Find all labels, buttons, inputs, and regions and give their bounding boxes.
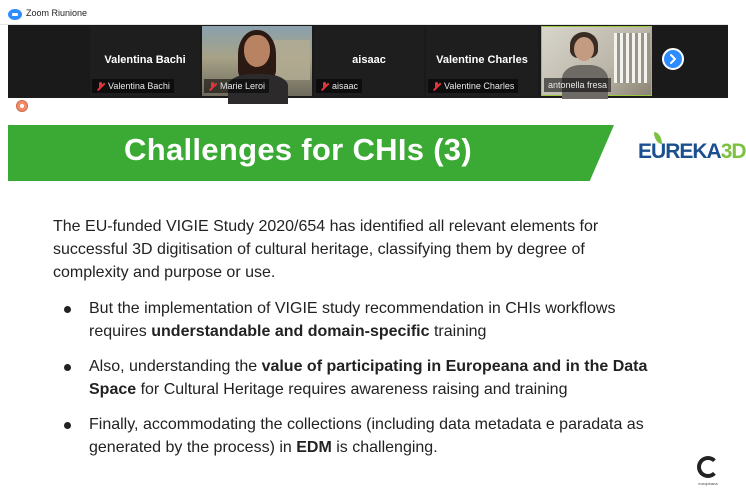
participant-display-name: Valentine Charles (436, 54, 528, 66)
bullet-item: Finally, accommodating the collections (… (53, 413, 673, 459)
participant-tile[interactable]: aisaac aisaac (314, 26, 424, 96)
background-building (274, 40, 310, 80)
logo-part-3d: 3D (720, 140, 746, 163)
bullet-item: Also, understanding the value of partici… (53, 355, 673, 401)
europeana-logo: europeana (694, 456, 722, 488)
bullet-text: But the implementation of VIGIE study re… (89, 300, 616, 340)
logo-part-reka: REKA (665, 140, 722, 163)
background-fence (614, 33, 650, 83)
shared-slide: Challenges for CHIs (3) EU REKA 3D The E… (8, 112, 746, 493)
europeana-logo-text: europeana (698, 481, 718, 486)
bullet-dot-icon (64, 306, 71, 313)
logo-part-eu: EU (638, 140, 666, 163)
bullet-text: is challenging. (331, 439, 438, 456)
recording-icon[interactable] (16, 100, 28, 112)
participant-tile[interactable]: Valentina Bachi Valentina Bachi (90, 26, 200, 96)
mic-muted-icon (432, 81, 441, 91)
participant-tile-active-speaker[interactable]: antonella fresa (541, 26, 652, 99)
participant-name: Valentine Charles (444, 81, 515, 91)
slide-title: Challenges for CHIs (3) (124, 132, 472, 167)
bullet-bold-text: understandable and domain-specific (151, 323, 430, 340)
chevron-right-icon (670, 54, 676, 64)
window-title-bar: Zoom Riunione (0, 0, 728, 25)
bullet-bold-text: EDM (296, 439, 332, 456)
participant-name: Marie Leroi (220, 81, 266, 91)
participant-video-face (574, 37, 594, 61)
bullet-text: for Cultural Heritage requires awareness… (136, 381, 568, 398)
bullet-dot-icon (64, 422, 71, 429)
participant-name-tag: antonella fresa (544, 78, 612, 92)
participant-name: Valentina Bachi (108, 81, 170, 91)
mic-muted-icon (96, 81, 105, 91)
participant-name-tag: aisaac (316, 79, 363, 93)
zoom-logo-icon (8, 9, 22, 20)
europeana-e-icon (697, 456, 719, 478)
participant-tile-video[interactable]: Marie Leroi (202, 26, 312, 104)
participant-name: aisaac (332, 81, 359, 91)
eureka3d-leaf-icon (654, 132, 662, 144)
bullet-bold-text: value of participating in Europeana and … (89, 358, 648, 398)
mic-muted-icon (208, 81, 217, 91)
bullet-text: Also, understanding the (89, 358, 262, 375)
gallery-next-button[interactable] (662, 48, 684, 70)
slide-bullet-list: But the implementation of VIGIE study re… (53, 297, 673, 471)
participant-name-tag: Marie Leroi (204, 79, 270, 93)
bullet-text: Finally, accommodating the collections (… (89, 416, 644, 456)
participant-gallery: Valentina Bachi Valentina Bachi Marie Le… (8, 25, 728, 104)
bullet-item: But the implementation of VIGIE study re… (53, 297, 673, 343)
slide-title-bar (8, 125, 614, 181)
participant-display-name: Valentina Bachi (104, 54, 186, 66)
eureka3d-logo: EU REKA 3D (638, 134, 746, 164)
participant-name-tag: Valentine Charles (428, 79, 519, 93)
mic-muted-icon (320, 81, 329, 91)
participant-video-face (244, 35, 270, 67)
participant-name: antonella fresa (548, 80, 608, 90)
slide-intro-text: The EU-funded VIGIE Study 2020/654 has i… (53, 218, 599, 281)
window-title: Zoom Riunione (26, 8, 88, 18)
participant-name-tag: Valentina Bachi (92, 79, 174, 93)
bullet-text: training (429, 323, 487, 340)
participant-display-name: aisaac (352, 54, 386, 66)
participant-tile[interactable]: Valentine Charles Valentine Charles (426, 26, 538, 96)
bullet-dot-icon (64, 364, 71, 371)
